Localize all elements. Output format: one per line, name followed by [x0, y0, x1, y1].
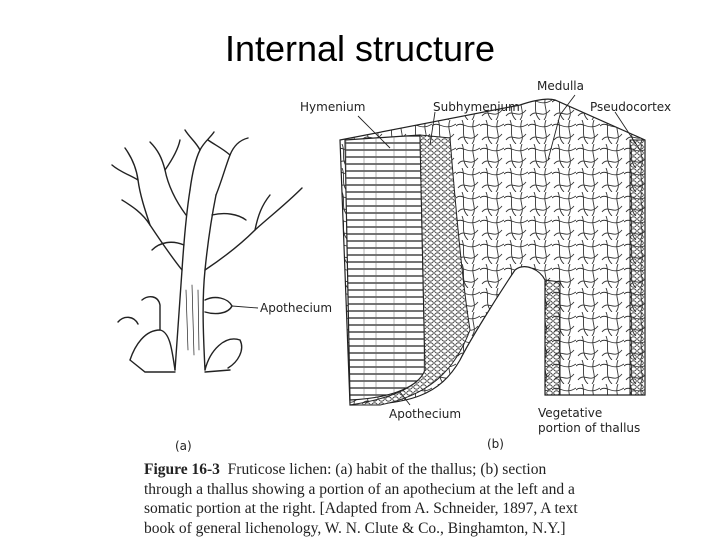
caption-line-1: Figure 16-3 Fruticose lichen: (a) habit …: [144, 460, 634, 480]
caption-line-2: through a thallus showing a portion of a…: [144, 480, 634, 500]
figure-number: Figure 16-3: [144, 461, 220, 478]
label-apothecium-habit: Apothecium: [260, 301, 332, 315]
caption-line-4: book of general lichenology, W. N. Clute…: [144, 519, 634, 539]
caption-line-1-text: Fruticose lichen: (a) habit of the thall…: [228, 461, 547, 478]
caption-line-3: somatic portion at the right. [Adapted f…: [144, 499, 634, 519]
lichen-habit-drawing: [112, 130, 302, 372]
label-hymenium: Hymenium: [300, 100, 365, 114]
label-subhymenium: Subhymenium: [433, 100, 520, 114]
label-vegetative-line2: portion of thallus: [538, 421, 640, 435]
label-apothecium-section: Apothecium: [389, 407, 461, 421]
panel-label-a: (a): [175, 439, 192, 453]
figure-caption: Figure 16-3 Fruticose lichen: (a) habit …: [144, 460, 634, 538]
thallus-section-drawing: [340, 99, 645, 405]
label-vegetative-line1: Vegetative: [538, 406, 602, 420]
panel-label-b: (b): [487, 437, 504, 451]
label-pseudocortex: Pseudocortex: [590, 100, 671, 114]
label-medulla: Medulla: [537, 79, 584, 93]
